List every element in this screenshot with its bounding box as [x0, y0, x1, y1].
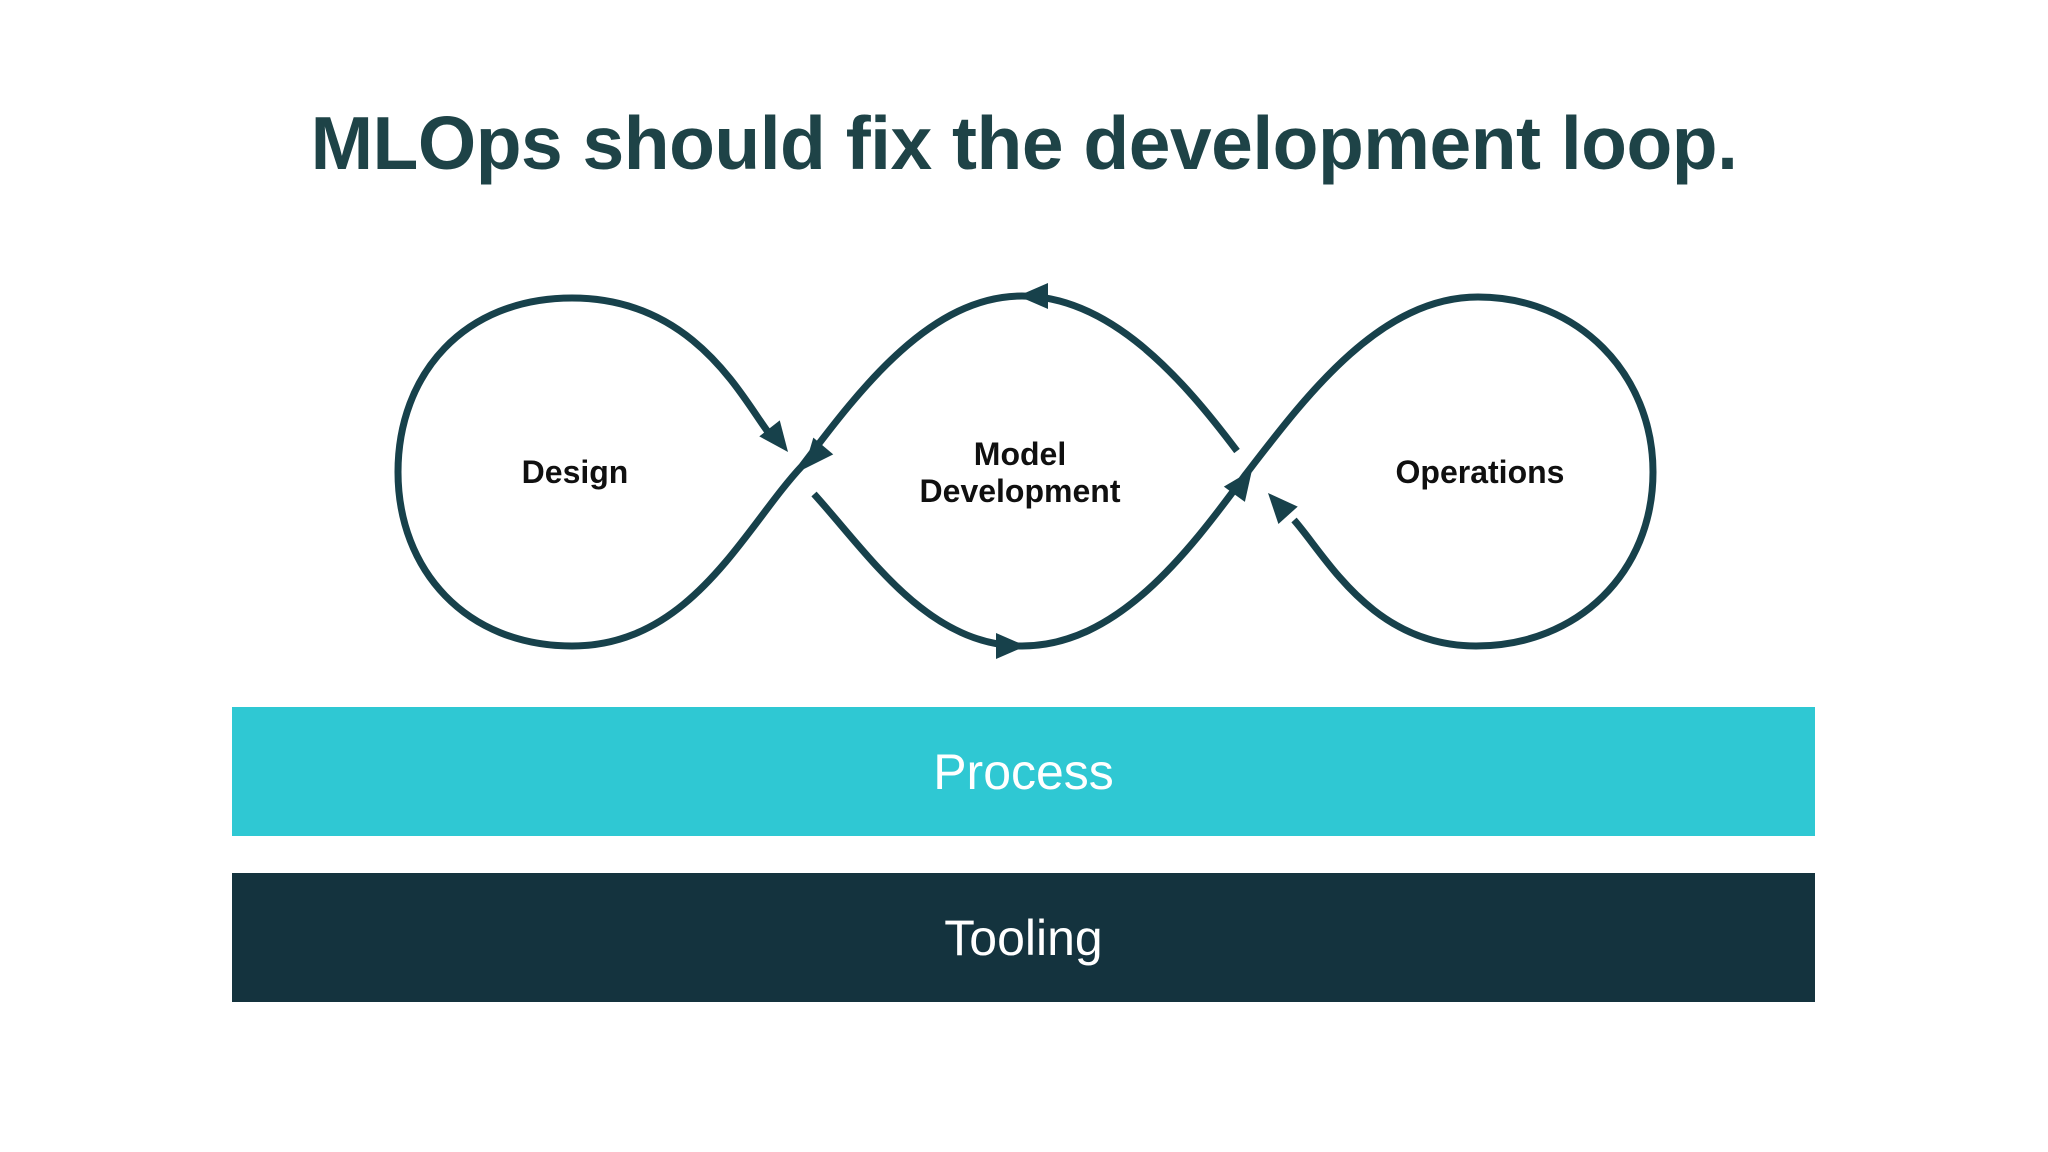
- arrowhead-into-right-crossing-from-middle: [1223, 470, 1252, 502]
- tooling-layer-bar: Tooling: [232, 873, 1815, 1002]
- process-layer-label: Process: [933, 743, 1114, 800]
- loop-label-design: Design: [521, 454, 629, 490]
- loop-label-model-development: Model Development: [919, 436, 1121, 509]
- tooling-layer-label: Tooling: [944, 909, 1103, 966]
- arrowhead-middle-bottom-right: [996, 633, 1026, 659]
- arrowhead-into-right-crossing-from-operations: [1268, 493, 1298, 524]
- loop-label-operations: Operations: [1395, 454, 1565, 490]
- arrowhead-middle-top-left: [1018, 283, 1048, 309]
- process-layer-bar: Process: [232, 707, 1815, 836]
- arrowhead-into-left-crossing-from-design: [759, 420, 788, 452]
- arrowhead-into-left-crossing-from-middle: [804, 437, 834, 469]
- page-title: MLOps should fix the development loop.: [310, 101, 1738, 185]
